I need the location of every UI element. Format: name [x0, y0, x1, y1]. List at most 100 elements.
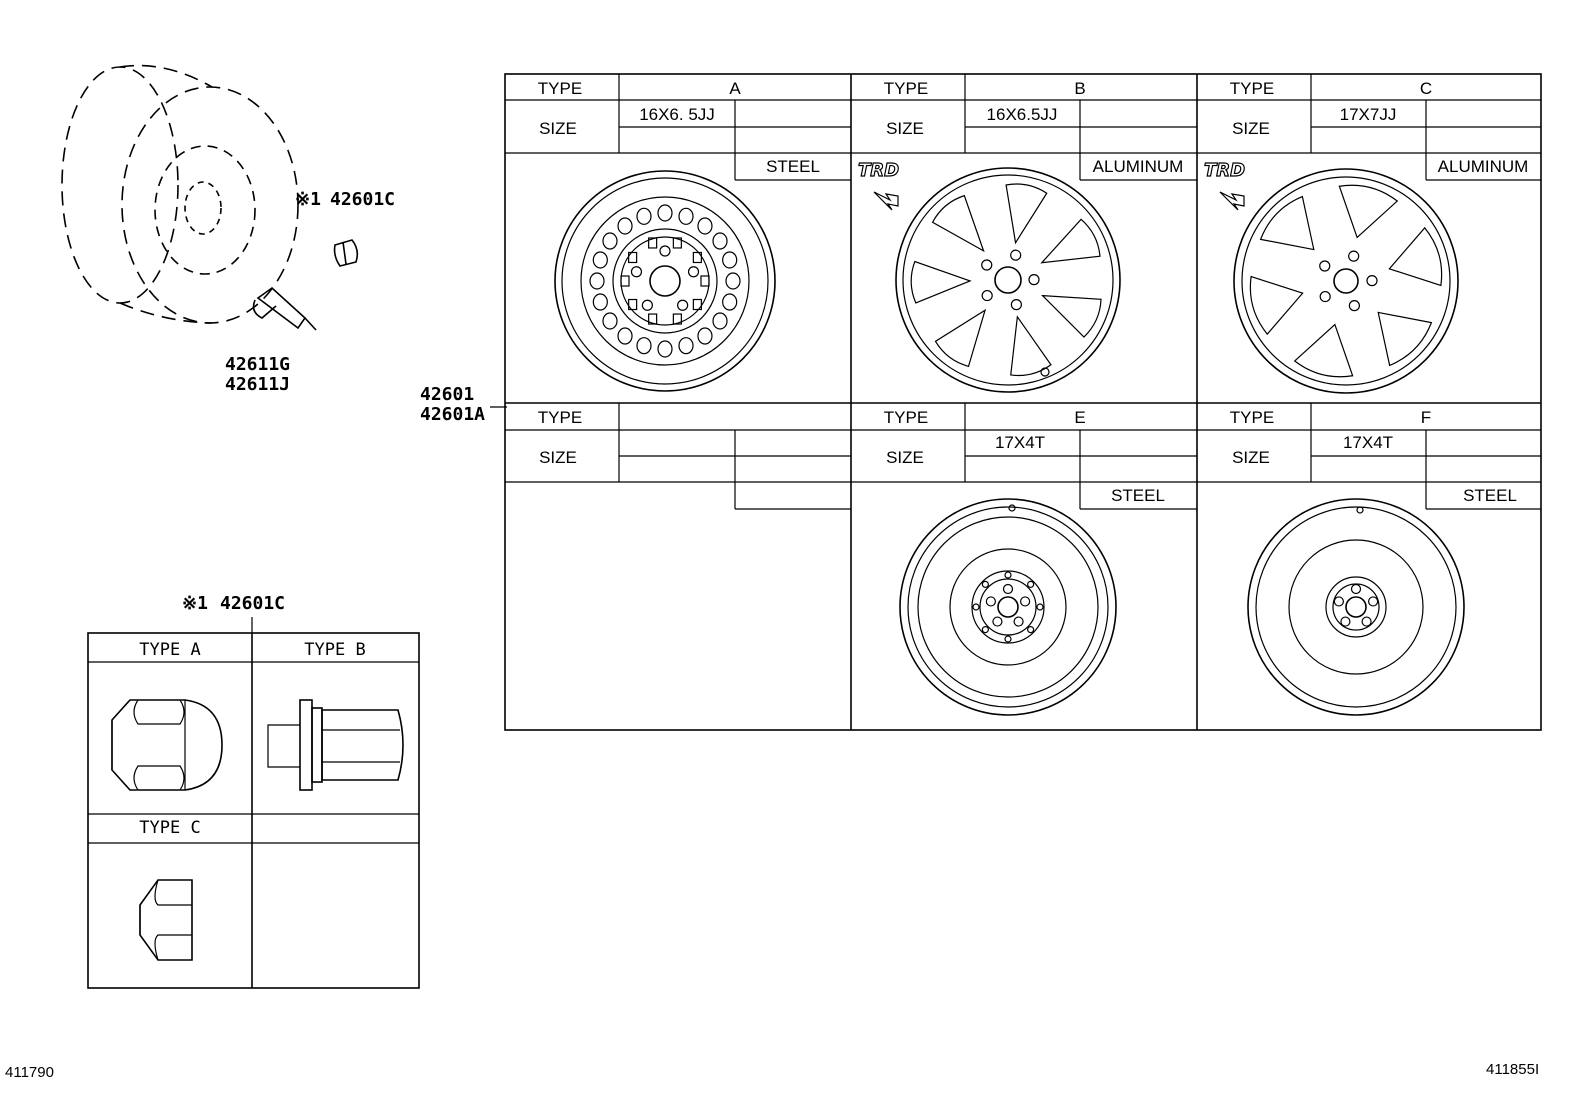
type-value-b: B — [1074, 79, 1085, 98]
lug-hole — [1366, 275, 1378, 287]
wheel-cell-e: TYPE E SIZE 17X4T STEEL — [851, 403, 1197, 510]
vent-hole — [712, 232, 728, 250]
lug-hole — [1319, 260, 1331, 272]
spoke-window — [1041, 294, 1102, 338]
spoke-window — [1040, 218, 1101, 264]
lug-hole — [630, 266, 643, 278]
size-value-f: 17X4T — [1343, 433, 1393, 452]
valve-cap-part-number: 42601C — [330, 189, 395, 210]
footer-right-code: 411855I — [1486, 1061, 1539, 1078]
lug-hole — [1340, 616, 1351, 627]
lug-hole — [687, 266, 700, 278]
nut-caution-mark: ※1 — [182, 593, 208, 614]
lug-hole — [641, 299, 653, 311]
lug-hole — [659, 245, 671, 257]
svg-text:TRD: TRD — [1204, 160, 1245, 181]
wheel-b-illustration — [895, 167, 1121, 393]
valve-part-number-g: 42611G — [225, 354, 290, 375]
wheel-part-number: 42601 — [420, 384, 474, 405]
lug-hole — [677, 299, 689, 311]
size-value-b: 16X6.5JJ — [987, 105, 1058, 124]
lug-hole — [985, 596, 996, 607]
type-label-d: TYPE — [538, 408, 582, 427]
hub-slot — [700, 275, 710, 287]
type-value-f: F — [1421, 408, 1431, 427]
lug-hole — [1348, 250, 1360, 262]
spoke-window — [931, 194, 985, 253]
size-label-f: SIZE — [1232, 448, 1270, 467]
vent-hole — [722, 251, 738, 269]
type-label-e: TYPE — [884, 408, 928, 427]
spoke-window — [1388, 226, 1443, 287]
nut-table: TYPE A TYPE B TYPE C — [87, 632, 420, 989]
spoke-window — [1005, 183, 1048, 245]
trd-logo-b: TRD — [857, 159, 900, 211]
lug-hole — [1368, 596, 1379, 607]
wheel-cell-b: TYPE B SIZE 16X6.5JJ ALUMINUM — [851, 74, 1197, 181]
wheel-a-illustration — [554, 170, 776, 392]
size-value-a: 16X6. 5JJ — [639, 105, 715, 124]
wheel-e-illustration — [899, 498, 1117, 716]
type-label-b: TYPE — [884, 79, 928, 98]
lug-hole — [981, 259, 993, 271]
hub-slot — [628, 251, 638, 264]
material-c: ALUMINUM — [1438, 157, 1529, 176]
lug-hole — [1028, 274, 1040, 286]
material-a: STEEL — [766, 157, 820, 176]
lug-hole — [1020, 596, 1031, 607]
valve-cap-part — [333, 239, 359, 267]
size-label-e: SIZE — [886, 448, 924, 467]
vent-hole — [697, 217, 713, 235]
vent-hole — [592, 251, 608, 269]
nut-type-b-label: TYPE B — [304, 640, 365, 660]
type-value-e: E — [1074, 408, 1085, 427]
lug-hole — [1348, 300, 1360, 312]
lug-hole — [1010, 249, 1022, 261]
lug-hole — [981, 289, 993, 302]
hub-slot — [672, 237, 682, 249]
valve-part-number-j: 42611J — [225, 374, 290, 395]
vent-hole — [592, 293, 608, 311]
hub-slot — [981, 626, 989, 634]
hub-slot — [620, 275, 630, 287]
tire-illustration — [61, 64, 299, 324]
spoke-window — [934, 308, 987, 368]
spoke-window — [1010, 315, 1052, 377]
hub-slot — [1027, 626, 1035, 634]
lug-hole — [1002, 583, 1014, 595]
wheel-cell-a: TYPE A SIZE 16X6. 5JJ STEEL — [505, 74, 851, 181]
vent-hole — [617, 217, 633, 235]
vent-hole — [657, 340, 673, 358]
hub-slot — [1004, 635, 1012, 643]
hub-slot — [1027, 580, 1035, 588]
wheel-f-illustration — [1247, 498, 1465, 716]
hub-slot — [1004, 571, 1012, 579]
nut-type-c-label: TYPE C — [139, 818, 200, 838]
lug-hole — [1319, 290, 1331, 303]
trd-logo-c: TRD — [1203, 159, 1246, 211]
wheel-cell-f: TYPE F SIZE 17X4T STEEL — [1197, 403, 1541, 510]
spoke-window — [1249, 275, 1304, 336]
size-label-c: SIZE — [1232, 119, 1270, 138]
nut-part-number: 42601C — [220, 593, 285, 614]
hub-slot — [692, 298, 702, 311]
type-value-c: C — [1420, 79, 1432, 98]
material-f: STEEL — [1463, 486, 1517, 505]
hub-slot — [1036, 603, 1044, 611]
lug-hole — [1013, 616, 1024, 627]
wheel-cell-c: TYPE C SIZE 17X7JJ ALUMINUM — [1197, 74, 1541, 181]
spoke-window — [1338, 184, 1399, 239]
hub-slot — [692, 251, 702, 264]
size-label-a: SIZE — [539, 119, 577, 138]
lug-hole — [1010, 299, 1022, 311]
type-label-f: TYPE — [1230, 408, 1274, 427]
hub-slot — [672, 313, 682, 325]
vent-hole — [636, 207, 652, 225]
hub-slot — [972, 603, 980, 611]
valve-cap-caution-mark: ※1 — [295, 189, 321, 210]
arrow-icon-b — [873, 191, 899, 211]
vent-hole — [636, 337, 652, 355]
vent-hole — [589, 272, 605, 290]
size-label-b: SIZE — [886, 119, 924, 138]
center-bore — [994, 266, 1022, 294]
